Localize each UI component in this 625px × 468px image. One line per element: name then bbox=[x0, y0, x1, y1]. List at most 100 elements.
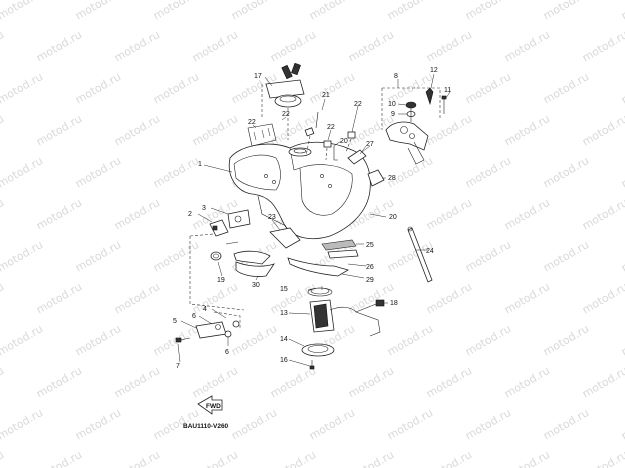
callout-18: 18 bbox=[390, 300, 398, 307]
callout-22a: 22 bbox=[248, 119, 256, 126]
callout-24: 24 bbox=[426, 248, 434, 255]
watermark-text: motod.ru bbox=[424, 364, 474, 400]
watermark-text: motod.ru bbox=[151, 70, 201, 106]
watermark-text: motod.ru bbox=[0, 280, 6, 316]
callout-22c: 22 bbox=[327, 124, 335, 131]
callout-6a: 6 bbox=[192, 313, 196, 320]
callout-10: 10 bbox=[388, 101, 396, 108]
callout-30: 30 bbox=[252, 282, 260, 289]
watermark-text: motod.ru bbox=[73, 0, 123, 23]
watermark-text: motod.ru bbox=[0, 196, 6, 232]
callout-17: 17 bbox=[254, 73, 262, 80]
callout-3: 3 bbox=[202, 205, 206, 212]
watermark-text: motod.ru bbox=[112, 28, 162, 64]
tank-side-bracket bbox=[347, 145, 385, 187]
callout-28: 28 bbox=[388, 175, 396, 182]
callout-11: 11 bbox=[444, 87, 451, 94]
watermark-text: motod.ru bbox=[34, 364, 84, 400]
callout-23: 23 bbox=[268, 214, 276, 221]
forward-arrow-icon: FWD bbox=[197, 395, 223, 415]
callout-4: 4 bbox=[203, 306, 207, 313]
watermark-text: motod.ru bbox=[541, 70, 591, 106]
rear-mount-bracket bbox=[381, 87, 447, 165]
callout-26: 26 bbox=[366, 264, 374, 271]
callout-1: 1 bbox=[198, 161, 202, 168]
watermark-text: motod.ru bbox=[34, 28, 84, 64]
watermark-text: motod.ru bbox=[580, 364, 625, 400]
callout-2: 2 bbox=[188, 211, 192, 218]
watermark-text: motod.ru bbox=[151, 238, 201, 274]
watermark-text: motod.ru bbox=[268, 280, 318, 316]
watermark-text: motod.ru bbox=[346, 28, 396, 64]
lower-bracket-group bbox=[175, 311, 241, 346]
watermark-text: motod.ru bbox=[34, 196, 84, 232]
watermark-text: motod.ru bbox=[619, 322, 625, 358]
watermark-text: motod.ru bbox=[463, 154, 513, 190]
watermark-text: motod.ru bbox=[580, 112, 625, 148]
tank-strap bbox=[407, 226, 433, 283]
watermark-text: motod.ru bbox=[268, 364, 318, 400]
watermark-text: motod.ru bbox=[424, 196, 474, 232]
watermark-text: motod.ru bbox=[580, 196, 625, 232]
watermark-text: motod.ru bbox=[541, 0, 591, 23]
callout-13: 13 bbox=[280, 310, 288, 317]
watermark-text: motod.ru bbox=[502, 280, 552, 316]
watermark-text: motod.ru bbox=[0, 448, 6, 468]
callout-22b: 22 bbox=[282, 111, 290, 118]
watermark-text: motod.ru bbox=[73, 154, 123, 190]
callout-5: 5 bbox=[173, 318, 177, 325]
watermark-text: motod.ru bbox=[619, 238, 625, 274]
watermark-text: motod.ru bbox=[73, 322, 123, 358]
callout-6b: 6 bbox=[225, 349, 229, 356]
callout-27: 27 bbox=[366, 141, 374, 148]
watermark-text: motod.ru bbox=[385, 406, 435, 442]
watermark-text: motod.ru bbox=[34, 112, 84, 148]
watermark-text: motod.ru bbox=[73, 406, 123, 442]
callout-20b: 20 bbox=[389, 214, 397, 221]
watermark-text: motod.ru bbox=[385, 322, 435, 358]
watermark-text: motod.ru bbox=[0, 0, 45, 23]
watermark-text: motod.ru bbox=[151, 0, 201, 23]
callout-19: 19 bbox=[217, 277, 225, 284]
watermark-text: motod.ru bbox=[73, 70, 123, 106]
watermark-text: motod.ru bbox=[0, 238, 45, 274]
watermark-text: motod.ru bbox=[190, 448, 240, 468]
watermark-text: motod.ru bbox=[385, 0, 435, 23]
watermark-text: motod.ru bbox=[229, 406, 279, 442]
watermark-text: motod.ru bbox=[502, 448, 552, 468]
watermark-text: motod.ru bbox=[112, 280, 162, 316]
watermark-text: motod.ru bbox=[190, 112, 240, 148]
watermark-text: motod.ru bbox=[541, 238, 591, 274]
watermark-text: motod.ru bbox=[424, 28, 474, 64]
watermark-text: motod.ru bbox=[34, 448, 84, 468]
callout-22d: 22 bbox=[354, 101, 362, 108]
watermark-text: motod.ru bbox=[619, 0, 625, 23]
callout-7: 7 bbox=[176, 363, 180, 370]
watermark-text: motod.ru bbox=[34, 280, 84, 316]
watermark-text: motod.ru bbox=[307, 0, 357, 23]
watermark-text: motod.ru bbox=[424, 112, 474, 148]
watermark-text: motod.ru bbox=[619, 154, 625, 190]
watermark-text: motod.ru bbox=[541, 154, 591, 190]
watermark-text: motod.ru bbox=[112, 364, 162, 400]
watermark-text: motod.ru bbox=[424, 448, 474, 468]
watermark-text: motod.ru bbox=[268, 448, 318, 468]
callout-25: 25 bbox=[366, 242, 374, 249]
tank-cap-lock-assembly bbox=[261, 62, 305, 140]
watermark-text: motod.ru bbox=[580, 280, 625, 316]
watermark-text: motod.ru bbox=[619, 70, 625, 106]
callout-8: 8 bbox=[394, 73, 398, 80]
callout-21: 21 bbox=[322, 92, 330, 99]
side-cover-parts bbox=[189, 209, 301, 311]
fuel-tank bbox=[228, 123, 371, 240]
watermark-text: motod.ru bbox=[463, 406, 513, 442]
callout-9: 9 bbox=[391, 111, 395, 118]
watermark-text: motod.ru bbox=[502, 112, 552, 148]
watermark-text: motod.ru bbox=[463, 70, 513, 106]
fuel-pump-assembly bbox=[301, 286, 385, 370]
callout-16: 16 bbox=[280, 357, 288, 364]
callout-14: 14 bbox=[280, 336, 288, 343]
watermark-text: motod.ru bbox=[541, 322, 591, 358]
